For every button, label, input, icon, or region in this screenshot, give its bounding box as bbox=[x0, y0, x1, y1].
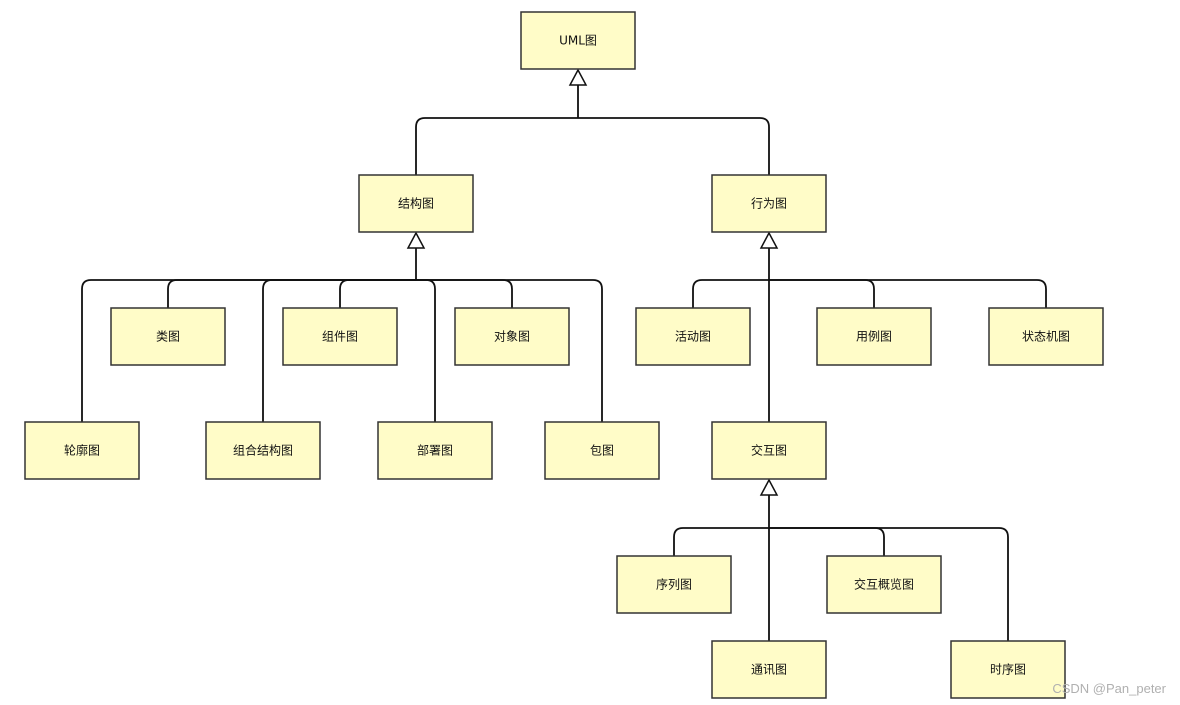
node-package: 包图 bbox=[544, 421, 660, 480]
node-timing-box bbox=[950, 640, 1066, 699]
node-activity-label: 活动图 bbox=[675, 330, 711, 344]
node-overview-box bbox=[826, 555, 942, 614]
node-profile-label: 轮廓图 bbox=[64, 443, 100, 458]
node-uml-box bbox=[520, 11, 636, 70]
node-statemachine-box bbox=[988, 307, 1104, 366]
connector-structure-to-composite bbox=[262, 279, 416, 422]
node-deployment: 部署图 bbox=[377, 421, 493, 480]
node-profile: 轮廓图 bbox=[24, 421, 140, 480]
node-package-box bbox=[544, 421, 660, 480]
node-statemachine-label: 状态机图 bbox=[1022, 330, 1070, 344]
node-usecase-label: 用例图 bbox=[856, 330, 892, 344]
node-interaction-box bbox=[711, 421, 827, 480]
node-object-box bbox=[454, 307, 570, 366]
node-activity-box bbox=[635, 307, 751, 366]
node-sequence: 序列图 bbox=[616, 555, 732, 614]
node-package-label: 包图 bbox=[590, 444, 614, 458]
node-behavior-label: 行为图 bbox=[751, 197, 787, 211]
connector-structure-to-deployment bbox=[416, 279, 436, 422]
node-behavior: 行为图 bbox=[711, 174, 827, 233]
node-component-box bbox=[282, 307, 398, 366]
node-class-label: 类图 bbox=[156, 330, 180, 344]
node-interaction: 交互图 bbox=[711, 421, 827, 480]
node-timing: 时序图 bbox=[950, 640, 1066, 699]
node-usecase: 用例图 bbox=[816, 307, 932, 366]
connector-structure-to-class bbox=[167, 279, 416, 308]
node-structure-box bbox=[358, 174, 474, 233]
node-profile-box bbox=[24, 421, 140, 480]
node-deployment-box bbox=[377, 421, 493, 480]
connector-interaction-to-timing bbox=[769, 527, 1009, 641]
connector-uml-to-behavior bbox=[578, 117, 770, 175]
node-behavior-box bbox=[711, 174, 827, 233]
connector-structure-to-component bbox=[339, 279, 416, 308]
connector-structure-to-package bbox=[416, 279, 603, 422]
node-structure: 结构图 bbox=[358, 174, 474, 233]
node-uml: UML图 bbox=[520, 11, 636, 70]
connector-structure-to-object bbox=[416, 279, 513, 308]
node-timing-label: 时序图 bbox=[990, 662, 1026, 677]
node-communication: 通讯图 bbox=[711, 640, 827, 699]
node-overview: 交互概览图 bbox=[826, 555, 942, 614]
generalization-arrow-interaction bbox=[759, 478, 779, 496]
generalization-arrow-structure bbox=[406, 231, 426, 249]
node-composite: 组合结构图 bbox=[205, 421, 321, 480]
connector-uml-to-structure bbox=[415, 117, 578, 175]
watermark: CSDN @Pan_peter bbox=[1052, 681, 1166, 696]
connector-structure-to-profile bbox=[81, 279, 416, 422]
node-sequence-label: 序列图 bbox=[656, 577, 692, 592]
generalization-arrow-behavior bbox=[759, 231, 779, 249]
node-class-box bbox=[110, 307, 226, 366]
connector-behavior-to-usecase bbox=[769, 279, 875, 308]
node-interaction-label: 交互图 bbox=[751, 443, 787, 458]
node-object-label: 对象图 bbox=[494, 330, 530, 344]
connector-layer bbox=[81, 68, 1047, 641]
node-component: 组件图 bbox=[282, 307, 398, 366]
generalization-arrow-uml bbox=[568, 68, 588, 86]
node-usecase-box bbox=[816, 307, 932, 366]
node-structure-label: 结构图 bbox=[398, 196, 434, 211]
node-deployment-label: 部署图 bbox=[417, 443, 453, 458]
connector-behavior-to-activity bbox=[692, 279, 769, 308]
node-overview-label: 交互概览图 bbox=[854, 577, 914, 592]
node-component-label: 组件图 bbox=[322, 330, 358, 344]
node-communication-label: 通讯图 bbox=[751, 663, 787, 677]
node-statemachine: 状态机图 bbox=[988, 307, 1104, 366]
node-sequence-box bbox=[616, 555, 732, 614]
connector-interaction-to-overview bbox=[769, 527, 885, 556]
node-communication-box bbox=[711, 640, 827, 699]
node-composite-box bbox=[205, 421, 321, 480]
node-class: 类图 bbox=[110, 307, 226, 366]
node-uml-label: UML图 bbox=[559, 34, 597, 48]
node-activity: 活动图 bbox=[635, 307, 751, 366]
connector-behavior-to-statemachine bbox=[769, 279, 1047, 308]
node-composite-label: 组合结构图 bbox=[233, 443, 293, 458]
connector-interaction-to-sequence bbox=[673, 527, 769, 556]
node-object: 对象图 bbox=[454, 307, 570, 366]
